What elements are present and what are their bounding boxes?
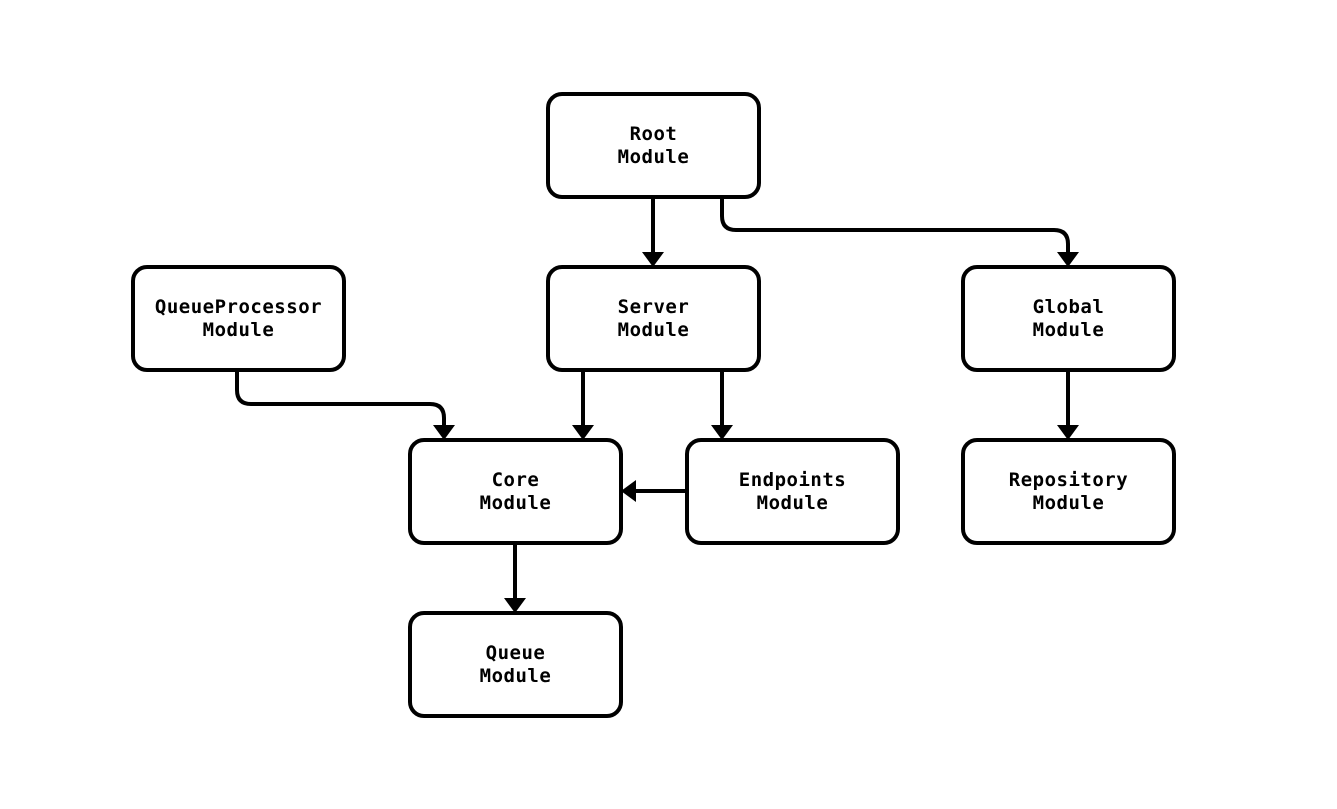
node-box[interactable] (131, 265, 346, 372)
nodes-layer: RootModuleQueueProcessorModuleServerModu… (131, 92, 1176, 718)
node-label-line2: Module (1033, 492, 1105, 514)
arrowhead-icon (572, 425, 594, 440)
edge-core-to-queue (504, 543, 526, 613)
arrowhead-icon (642, 252, 664, 267)
node-label-line1: Endpoints (739, 469, 846, 491)
arrowhead-icon (711, 425, 733, 440)
node-label-line1: Repository (1009, 469, 1128, 491)
node-label-line1: Core (492, 469, 540, 491)
node-label-line1: Global (1033, 296, 1105, 318)
node-label-line1: Queue (486, 642, 546, 664)
edge-queueprocessor-to-core (235, 370, 455, 440)
node-label-line2: Module (618, 146, 690, 168)
node-label-line2: Module (618, 319, 690, 341)
edge-line (720, 197, 1070, 254)
edge-root-to-server (642, 197, 664, 267)
edge-server-to-endpoints (711, 370, 733, 440)
arrowhead-icon (1057, 252, 1079, 267)
node-box[interactable] (961, 438, 1176, 545)
arrowhead-icon (504, 598, 526, 613)
arrowhead-icon (1057, 425, 1079, 440)
node-box[interactable] (961, 265, 1176, 372)
node-label-line1: Root (630, 123, 678, 145)
node-label-line2: Module (203, 319, 275, 341)
node-box[interactable] (685, 438, 900, 545)
node-label-line2: Module (480, 665, 552, 687)
edge-server-to-core (572, 370, 594, 440)
edge-endpoints-to-core (621, 480, 687, 502)
arrowhead-icon (433, 425, 455, 440)
node-label-line2: Module (757, 492, 829, 514)
node-box[interactable] (546, 265, 761, 372)
edge-global-to-repository (1057, 370, 1079, 440)
node-label-line2: Module (1033, 319, 1105, 341)
node-box[interactable] (408, 611, 623, 718)
node-label-line2: Module (480, 492, 552, 514)
arrowhead-icon (621, 480, 636, 502)
edges-layer (235, 197, 1079, 613)
node-label-line1: Server (618, 296, 690, 318)
node-box[interactable] (408, 438, 623, 545)
edge-line (235, 370, 446, 427)
node-box[interactable] (546, 92, 761, 199)
node-label-line1: QueueProcessor (155, 296, 322, 318)
edge-root-to-global (720, 197, 1079, 267)
